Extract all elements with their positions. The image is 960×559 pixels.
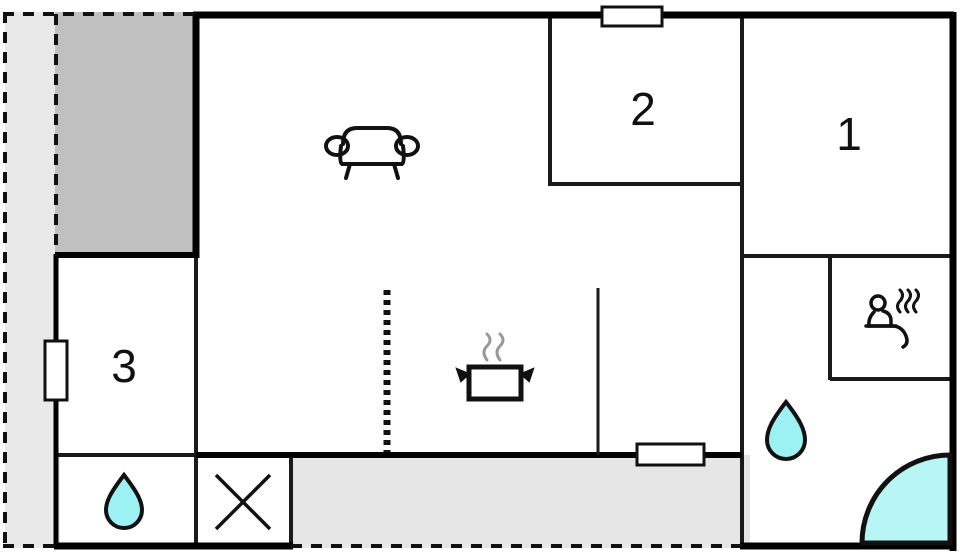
window[interactable]	[43, 339, 69, 402]
water-drop-icon	[764, 398, 808, 461]
room-number-3: 3	[111, 340, 137, 392]
cross-mark-icon	[214, 473, 272, 531]
cooking-pot-icon	[455, 332, 535, 402]
window[interactable]	[635, 442, 706, 467]
sauna-icon	[864, 288, 920, 349]
terrace-bottom	[291, 455, 750, 548]
bathtub-icon	[859, 452, 953, 546]
water-drop-icon	[103, 471, 145, 530]
balcony-upper-left	[55, 12, 196, 254]
room-number-1: 1	[836, 108, 862, 160]
window[interactable]	[600, 5, 664, 28]
room-number-2: 2	[630, 83, 656, 135]
sofa-icon	[324, 126, 420, 180]
